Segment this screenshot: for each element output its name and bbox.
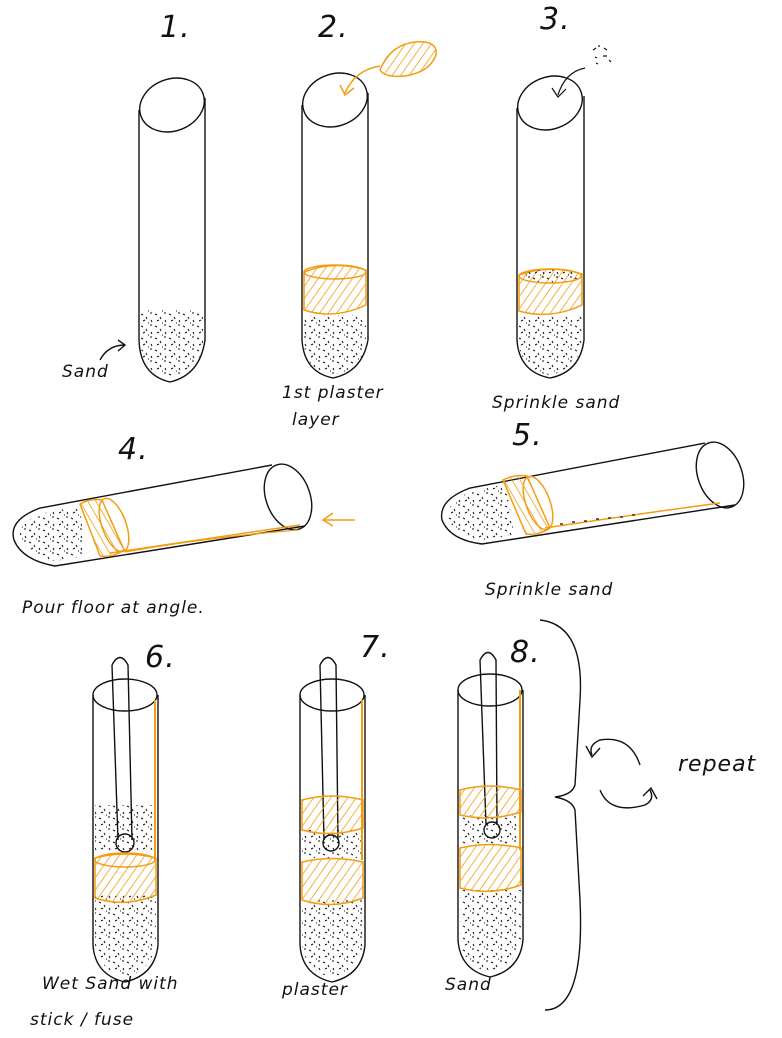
sand-label: Sand: [62, 362, 109, 382]
step-number-7: 7.: [360, 630, 391, 665]
caption-step-2-line-2: layer: [292, 410, 340, 430]
sand-fill: [519, 316, 582, 375]
plaster-layer-8: [459, 690, 522, 893]
tube-7: [299, 656, 366, 983]
plaster-layer-2: [303, 264, 367, 315]
sand-fill: [141, 310, 203, 378]
plaster-layer-7: [301, 700, 364, 906]
tube-8: [457, 651, 524, 978]
brace: [539, 619, 582, 1011]
sand-fill: [447, 484, 515, 540]
tube-6: [92, 656, 159, 983]
sand-sprinkle-icon: [551, 45, 612, 98]
step-number-5: 5.: [512, 418, 543, 453]
caption-step-6-line-2: stick / fuse: [30, 1010, 135, 1030]
sand-fill: [304, 315, 366, 375]
step-number-3: 3.: [540, 2, 571, 37]
step-number-1: 1.: [160, 10, 191, 45]
tube-1: [138, 77, 206, 383]
tube-3: [516, 75, 585, 379]
plaster-layer-3: [518, 268, 583, 316]
repeat-label: repeat: [678, 752, 757, 777]
caption-step-2-line-1: 1st plaster: [282, 383, 384, 403]
tube-5: [440, 441, 745, 545]
plaster-layer-5: [502, 474, 721, 536]
caption-step-8: Sand: [445, 975, 492, 995]
stick-icon: [111, 656, 133, 841]
sand-fill: [19, 506, 85, 561]
repeat-cycle-icon: [585, 738, 658, 809]
step-number-6: 6.: [145, 640, 176, 675]
caption-step-6-line-1: Wet Sand with: [42, 974, 179, 994]
step-number-8: 8.: [510, 635, 541, 670]
step-number-2: 2.: [318, 10, 349, 45]
plaster-layer-4: [79, 497, 301, 558]
caption-step-7: plaster: [282, 980, 348, 1000]
caption-step-4: Pour floor at angle.: [22, 598, 205, 618]
tube-4: [12, 463, 313, 567]
pour-arrow-icon: [321, 512, 355, 527]
caption-step-3: Sprinkle sand: [492, 393, 621, 413]
plaster-blob-icon: [339, 41, 437, 97]
tube-2: [301, 72, 369, 379]
plaster-layer-6: [94, 700, 157, 904]
caption-step-5: Sprinkle sand: [485, 580, 614, 600]
step-number-4: 4.: [118, 432, 149, 467]
sand-arrow: [99, 344, 126, 361]
